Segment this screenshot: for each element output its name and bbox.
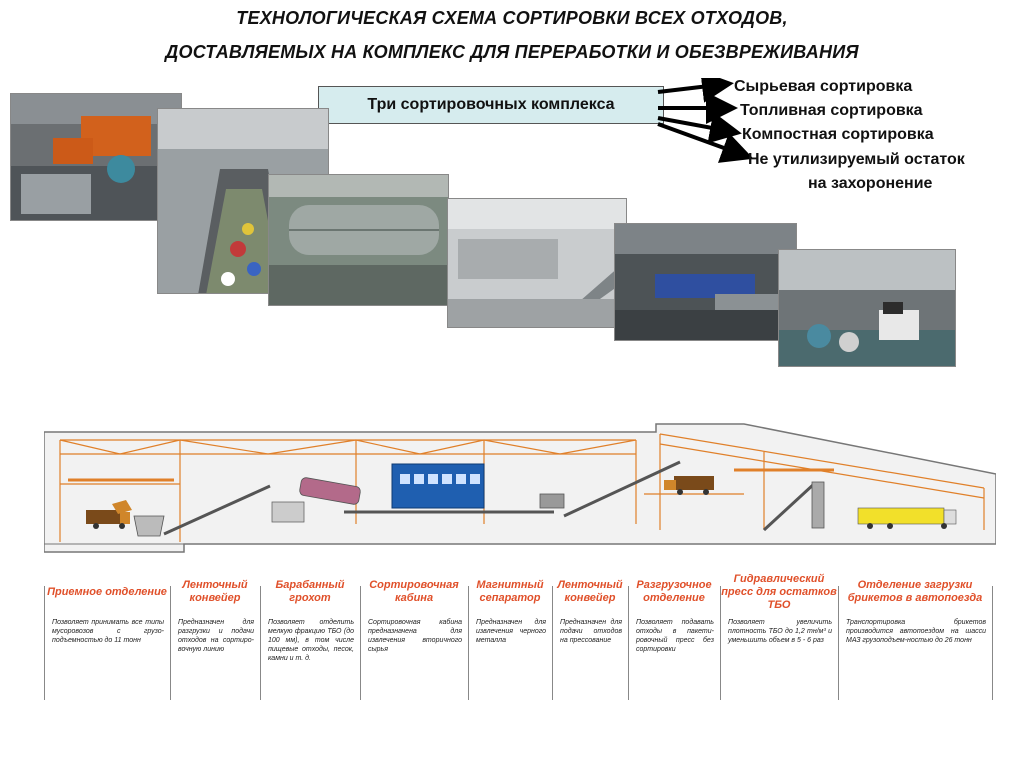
belt-conveyor-1 (163, 484, 271, 536)
arrow-3 (657, 111, 742, 144)
stage-belt-conveyor-2: Ленточный конвейер Предназначен для пода… (552, 572, 628, 700)
belt-conveyor-2 (563, 460, 681, 518)
stage-title: Разгрузочное отделение (636, 579, 712, 604)
drum-screen (299, 477, 361, 505)
screen-support (271, 501, 305, 523)
stage-desc: Позволяет принимать все типы мусоровозов… (52, 619, 164, 644)
branch-residue-2: на захоронение (808, 175, 933, 192)
stage-drum-screen: Барабанный грохот Позволяет отделить мел… (260, 572, 360, 700)
stage-title: Сортировочная кабина (369, 579, 459, 604)
photo-sorting-cabin (447, 198, 627, 328)
cabin-windows (400, 474, 480, 484)
photo-press (614, 223, 797, 341)
stage-magnetic-separator: Магнитный сепаратор Предназначен для изв… (468, 572, 552, 700)
stage-desc: Транспортировка брикетов производится ав… (846, 619, 986, 644)
branch-fuel: Топливная сортировка (740, 102, 923, 119)
stage-title: Гидравлический пресс для остатков ТБО (721, 572, 837, 611)
stage-title: Приемное отделение (47, 585, 167, 598)
branch-raw: Сырьевая сортировка (734, 78, 913, 95)
stage-desc: Позволяет увеличить плотность ТБО до 1,2… (728, 619, 832, 644)
magnetic-separator (539, 493, 565, 509)
photo-loading (778, 249, 956, 367)
stage-hydraulic-press: Гидравлический пресс для остатков ТБО По… (720, 572, 838, 700)
briquette-truck-icon (857, 507, 957, 529)
press-conveyor (762, 482, 816, 532)
stage-desc: Предназначен для извлечения черного мета… (476, 619, 546, 644)
stage-title: Ленточный конвейер (182, 579, 248, 604)
title-line-2: ДОСТАВЛЯЕМЫХ НА КОМПЛЕКС ДЛЯ ПЕРЕРАБОТКИ… (165, 42, 859, 62)
complex-box: Три сортировочных комплекса (318, 86, 664, 124)
arrow-4 (657, 122, 754, 163)
stage-title: Магнитный сепаратор (476, 579, 544, 604)
branch-compost: Компостная сортировка (742, 126, 934, 143)
building-outline (44, 423, 996, 553)
stage-unloading: Разгрузочное отделение Позволяет подават… (628, 572, 720, 700)
garbage-truck-icon (86, 500, 132, 529)
title-line-1: ТЕХНОЛОГИЧЕСКАЯ СХЕМА СОРТИРОВКИ ВСЕХ ОТ… (236, 8, 788, 28)
stage-desc: Предназначен для подачи отходов на пресс… (560, 619, 622, 644)
branch-residue: Не утилизируемый остаток (748, 151, 965, 168)
stage-desc: Предназначен для разгрузки и подачи отхо… (178, 619, 254, 653)
stage-reception: Приемное отделение Позволяет принимать в… (44, 572, 170, 700)
stage-desc: Позволяет подавать отходы в пакети-ровоч… (636, 619, 714, 653)
stage-title: Отделение загрузки брикетов в автопоезда (847, 579, 983, 604)
photo-drum-screen (268, 174, 449, 306)
receiving-hopper (133, 515, 165, 537)
stage-title: Барабанный грохот (275, 579, 345, 604)
stage-belt-conveyor-1: Ленточный конвейер Предназначен для разг… (170, 572, 260, 700)
arrow-1 (657, 78, 734, 103)
stage-title: Ленточный конвейер (557, 579, 623, 604)
branch-arrows (657, 78, 754, 163)
dump-truck-icon (664, 476, 714, 495)
process-diagram (44, 423, 996, 553)
hydraulic-press (811, 481, 825, 529)
sorting-cabin (391, 463, 485, 509)
stage-sorting-cabin: Сортировочная кабина Сортировочная кабин… (360, 572, 468, 700)
stage-briquette-loading: Отделение загрузки брикетов в автопоезда… (838, 572, 992, 700)
stage-desc: Сортировочная кабина предназначена для и… (368, 619, 462, 653)
photo-reception (10, 93, 182, 221)
stage-desc: Позволяет отделить мелкую фракцию ТБО (д… (268, 619, 354, 662)
